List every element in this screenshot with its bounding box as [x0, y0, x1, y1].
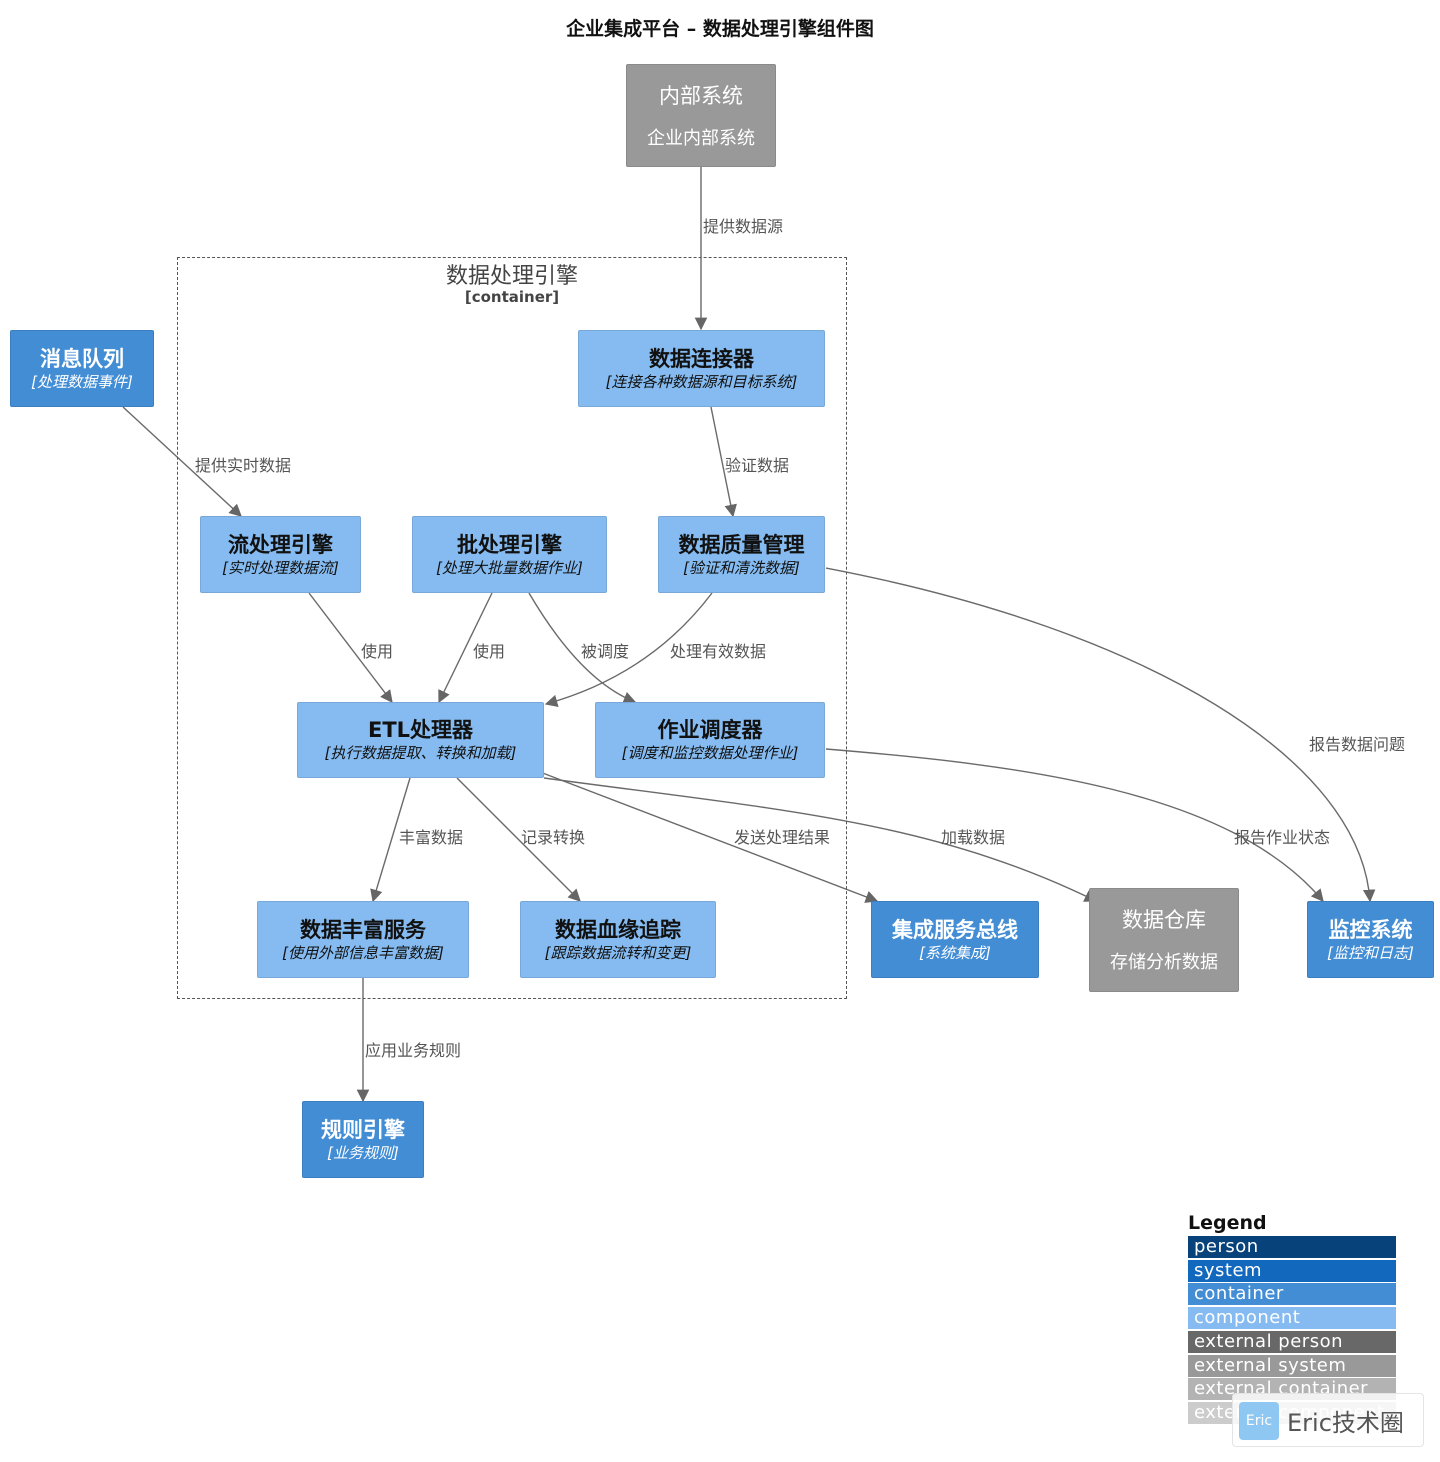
node-title: 数据血缘追踪	[555, 917, 681, 942]
edge-connector-quality	[710, 406, 737, 518]
edge-label: 报告数据问题	[1309, 735, 1406, 754]
node-title: 批处理引擎	[457, 532, 562, 557]
node-data-quality[interactable]: 数据质量管理 [验证和清洗数据]	[658, 516, 825, 593]
edge-label: 应用业务规则	[365, 1041, 462, 1060]
watermark-text: Eric技术圈	[1287, 1409, 1404, 1437]
edge-scheduler-monitor	[825, 748, 1324, 902]
edge-etl-lineage	[456, 777, 581, 902]
boundary-title: 数据处理引擎	[445, 264, 578, 289]
edge-label: 报告作业状态	[1234, 828, 1331, 847]
legend-item: person	[1188, 1236, 1396, 1258]
container-boundary	[177, 257, 847, 999]
node-etl-processor[interactable]: ETL处理器 [执行数据提取、转换和加载]	[297, 702, 544, 778]
edge-quality-monitor	[825, 567, 1376, 903]
watermark-logo: Eric	[1239, 1402, 1279, 1440]
node-message-queue[interactable]: 消息队列 [处理数据事件]	[10, 330, 154, 407]
node-title: 监控系统	[1328, 917, 1413, 942]
node-data-connector[interactable]: 数据连接器 [连接各种数据源和目标系统]	[578, 330, 825, 407]
edge-label: 记录转换	[521, 828, 586, 847]
legend-item: external person	[1188, 1330, 1396, 1353]
boundary-type: [container]	[464, 288, 560, 306]
edge-label: 处理有效数据	[670, 642, 767, 661]
edge-mq-stream	[122, 406, 242, 517]
node-desc: [使用外部信息丰富数据]	[282, 943, 444, 962]
node-stream-engine[interactable]: 流处理引擎 [实时处理数据流]	[200, 516, 361, 593]
legend-item: system	[1188, 1259, 1396, 1282]
legend-item: external system	[1188, 1354, 1396, 1377]
edge-etl-enrich	[370, 777, 411, 903]
node-desc: [调度和监控数据处理作业]	[621, 744, 799, 762]
legend-title: Legend	[1188, 1212, 1267, 1234]
node-desc: [验证和清洗数据]	[683, 558, 800, 577]
node-monitor-system[interactable]: 监控系统 [监控和日志]	[1307, 901, 1434, 978]
node-title: 消息队列	[40, 346, 124, 371]
watermark: Eric Eric技术圈	[1232, 1393, 1424, 1447]
node-desc: [业务规则]	[327, 1143, 399, 1162]
node-title: 数据丰富服务	[300, 917, 426, 942]
node-title: 流处理引擎	[228, 532, 333, 557]
legend-item: component	[1188, 1307, 1396, 1330]
node-title: 规则引擎	[321, 1117, 405, 1142]
edge-label: 使用	[473, 642, 506, 661]
node-desc: [跟踪数据流转和变更]	[544, 943, 692, 962]
node-data-warehouse[interactable]: 数据仓库 存储分析数据	[1089, 888, 1239, 992]
edge-label: 提供实时数据	[195, 456, 292, 475]
node-title: 内部系统	[659, 83, 743, 108]
edge-label: 验证数据	[725, 456, 790, 475]
node-desc: [系统集成]	[919, 943, 991, 962]
node-rule-engine[interactable]: 规则引擎 [业务规则]	[302, 1101, 424, 1178]
legend-item: container	[1188, 1283, 1396, 1306]
node-desc: [处理大批量数据作业]	[436, 558, 583, 577]
edge-label: 提供数据源	[703, 217, 784, 236]
node-desc: 企业内部系统	[647, 127, 755, 149]
node-title: 数据质量管理	[678, 532, 805, 557]
node-title: ETL处理器	[367, 718, 474, 742]
node-desc: 存储分析数据	[1110, 952, 1218, 973]
node-esb[interactable]: 集成服务总线 [系统集成]	[871, 901, 1039, 978]
node-title: 数据连接器	[649, 346, 754, 371]
edge-label: 被调度	[581, 642, 630, 661]
edge-batch-scheduler	[528, 592, 637, 704]
edge-label: 发送处理结果	[734, 828, 831, 847]
node-desc: [执行数据提取、转换和加载]	[324, 744, 517, 762]
node-data-enrichment[interactable]: 数据丰富服务 [使用外部信息丰富数据]	[257, 901, 469, 978]
node-internal-system[interactable]: 内部系统 企业内部系统	[626, 64, 776, 167]
edge-label: 丰富数据	[399, 828, 464, 847]
page-title: 企业集成平台 – 数据处理引擎组件图	[566, 18, 874, 40]
node-title: 集成服务总线	[892, 917, 1018, 942]
node-title: 数据仓库	[1122, 908, 1206, 932]
node-data-lineage[interactable]: 数据血缘追踪 [跟踪数据流转和变更]	[520, 901, 716, 978]
node-title: 作业调度器	[657, 718, 763, 742]
node-desc: [处理数据事件]	[31, 372, 133, 391]
edge-label: 加载数据	[941, 828, 1006, 847]
node-batch-engine[interactable]: 批处理引擎 [处理大批量数据作业]	[412, 516, 607, 593]
edge-label: 使用	[361, 642, 394, 661]
node-desc: [实时处理数据流]	[222, 558, 339, 577]
edge-batch-etl	[438, 592, 493, 704]
node-desc: [连接各种数据源和目标系统]	[605, 372, 798, 391]
edge-etl-esb	[539, 771, 879, 903]
edge-quality-etl	[544, 592, 713, 708]
node-job-scheduler[interactable]: 作业调度器 [调度和监控数据处理作业]	[595, 702, 825, 778]
edge-stream-etl	[308, 592, 393, 704]
node-desc: [监控和日志]	[1327, 943, 1414, 962]
